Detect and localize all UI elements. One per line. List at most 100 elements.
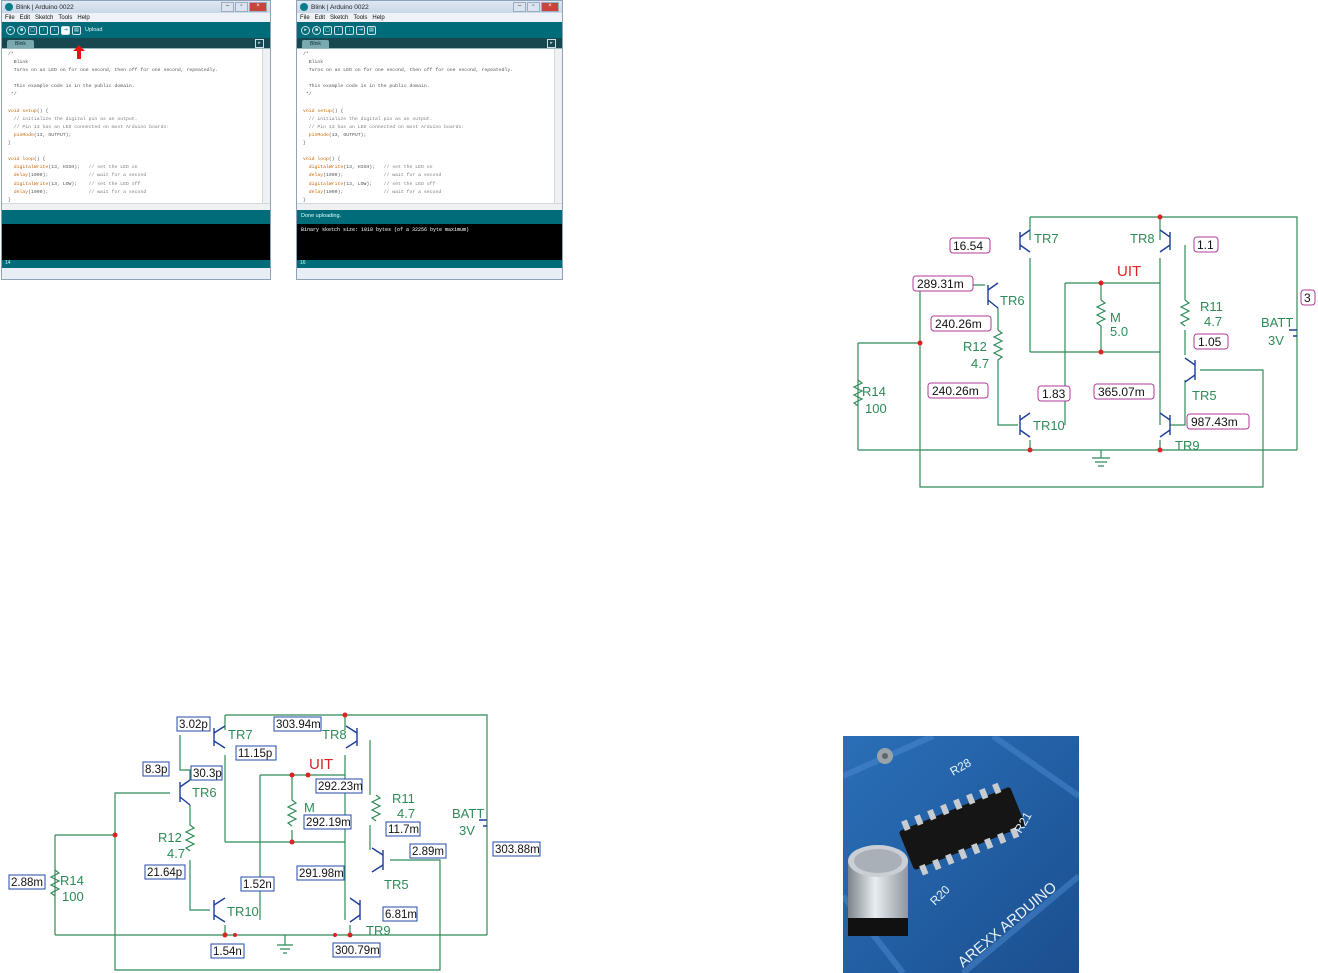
toolbar: ▸ ■ ▢ ↑ ↓ ⇥ ▤ [297, 22, 562, 38]
code-line [303, 75, 562, 83]
open-button[interactable]: ↑ [39, 25, 48, 35]
line-number-footer: 16 [297, 260, 562, 268]
maximize-button[interactable]: ▫ [527, 2, 540, 12]
readout-b: 303.94m [276, 719, 321, 731]
window-title: Blink | Arduino 0022 [311, 3, 369, 11]
readout-l: 1.52n [243, 879, 272, 891]
menu-edit[interactable]: Edit [314, 14, 326, 21]
close-button[interactable]: × [541, 2, 559, 12]
circuit-schematic-bottom: TR7 TR8 TR6 TR5 TR9 TR10 M R11 4.7 R12 4… [8, 712, 541, 971]
status-bar: Done uploading. [297, 210, 562, 224]
code-line: void setup() { [303, 108, 344, 114]
menu-bar: File Edit Sketch Tools Help [297, 13, 562, 22]
menu-file[interactable]: File [5, 14, 15, 21]
readout-m: 365.07m [1098, 385, 1145, 399]
label-tr6: TR6 [1000, 293, 1025, 308]
horizontal-scrollbar[interactable] [297, 203, 562, 210]
console: Binary sketch size: 1018 bytes (of a 322… [297, 224, 562, 260]
red-arrow-icon [73, 45, 85, 59]
tab-menu-icon[interactable]: ▸ [255, 39, 264, 48]
label-tr5: TR5 [1192, 388, 1217, 403]
menu-help[interactable]: Help [77, 14, 90, 21]
code-line: Blink [8, 60, 29, 66]
upload-button[interactable]: ⇥ [61, 25, 70, 35]
menu-tools[interactable]: Tools [58, 14, 73, 21]
label-r11-value: 4.7 [1204, 314, 1222, 329]
tab-blink[interactable]: Blink [302, 40, 329, 48]
readout-tr7: 16.54 [953, 239, 983, 253]
menu-sketch[interactable]: Sketch [35, 14, 54, 21]
code-line: pinMode(13, OUTPUT); [308, 132, 367, 138]
label-r12-value: 4.7 [167, 846, 185, 861]
readout-a: 3.02p [179, 719, 208, 731]
minimize-button[interactable]: – [221, 2, 234, 12]
tab-blink[interactable]: Blink [7, 40, 34, 48]
code-line: /* [303, 52, 309, 57]
menu-help[interactable]: Help [372, 14, 385, 21]
readout-tr8: 1.1 [1197, 238, 1214, 252]
save-button[interactable]: ↓ [345, 25, 354, 35]
readout-j: 303.88m [495, 844, 540, 856]
label-m: M [1110, 310, 1121, 325]
verify-button[interactable]: ▸ [6, 25, 15, 35]
code-line: Blink [303, 60, 324, 66]
upload-button[interactable]: ⇥ [356, 25, 365, 35]
code-line: } [8, 141, 11, 147]
code-line: void setup() { [8, 108, 49, 114]
open-button[interactable]: ↑ [334, 25, 343, 35]
menu-tools[interactable]: Tools [353, 14, 368, 21]
label-r14: R14 [862, 384, 886, 399]
readout-e: 30.3p [193, 768, 222, 780]
code-editor[interactable]: /* Blink Turns on an LED on for one seco… [2, 48, 270, 203]
menu-sketch[interactable]: Sketch [330, 14, 349, 21]
window-title: Blink | Arduino 0022 [16, 3, 74, 11]
label-batt: BATT [1261, 315, 1293, 330]
vertical-scrollbar[interactable] [554, 49, 562, 203]
minimize-button[interactable]: – [513, 2, 526, 12]
code-line: pinMode(13, OUTPUT); [13, 132, 72, 138]
readout-g: 292.19m [306, 817, 351, 829]
label-tr5: TR5 [384, 877, 409, 892]
readout-c: 11.15p [238, 748, 272, 760]
circuit-schematic-top: TR7 TR8 TR6 TR5 TR9 TR10 M 5.0 R11 4.7 R… [852, 214, 1316, 488]
vertical-scrollbar[interactable] [262, 49, 270, 203]
arduino-ide-window-right: Blink | Arduino 0022 –▫× File Edit Sketc… [296, 0, 563, 280]
readout-f: 292.23m [318, 781, 363, 793]
code-text[interactable]: /* Blink Turns on an LED on for one seco… [297, 49, 562, 205]
maximize-button[interactable]: ▫ [235, 2, 248, 12]
label-uit: UIT [309, 756, 333, 773]
label-tr8: TR8 [1130, 231, 1155, 246]
readout-tr10: 1.83 [1042, 387, 1066, 401]
horizontal-scrollbar[interactable] [2, 203, 270, 210]
arduino-app-icon [300, 3, 308, 11]
readout-d: 8.3p [145, 764, 167, 776]
title-bar: Blink | Arduino 0022 –▫× [2, 1, 270, 13]
close-button[interactable]: × [249, 2, 267, 12]
label-batt-value: 3V [1268, 333, 1284, 348]
code-editor[interactable]: /* Blink Turns on an LED on for one seco… [297, 48, 562, 203]
stop-button[interactable]: ■ [312, 25, 321, 35]
upload-label: Upload [85, 27, 103, 33]
serial-monitor-button[interactable]: ▤ [72, 25, 81, 35]
readout-q: 300.79m [335, 945, 380, 957]
label-r12: R12 [963, 339, 987, 354]
code-line: Turns on an LED on for one second, then … [8, 68, 219, 74]
code-line [8, 148, 270, 156]
save-button[interactable]: ↓ [50, 25, 59, 35]
code-line: void loop() { [8, 157, 46, 163]
menu-file[interactable]: File [300, 14, 310, 21]
menu-edit[interactable]: Edit [19, 14, 31, 21]
new-button[interactable]: ▢ [323, 25, 332, 35]
title-bar: Blink | Arduino 0022 –▫× [297, 1, 562, 13]
new-button[interactable]: ▢ [28, 25, 37, 35]
code-text[interactable]: /* Blink Turns on an LED on for one seco… [2, 49, 270, 205]
code-line: delay(1000); // wait for a second [13, 173, 147, 179]
stop-button[interactable]: ■ [17, 25, 26, 35]
verify-button[interactable]: ▸ [301, 25, 310, 35]
label-m: M [304, 800, 315, 815]
arduino-board-photo: R28 R21 R20 AREXX ARDUINO [843, 736, 1079, 973]
label-tr10: TR10 [1033, 418, 1065, 433]
serial-monitor-button[interactable]: ▤ [367, 25, 376, 35]
readout-p: 1.54n [213, 946, 242, 958]
tab-menu-icon[interactable]: ▸ [547, 39, 556, 48]
